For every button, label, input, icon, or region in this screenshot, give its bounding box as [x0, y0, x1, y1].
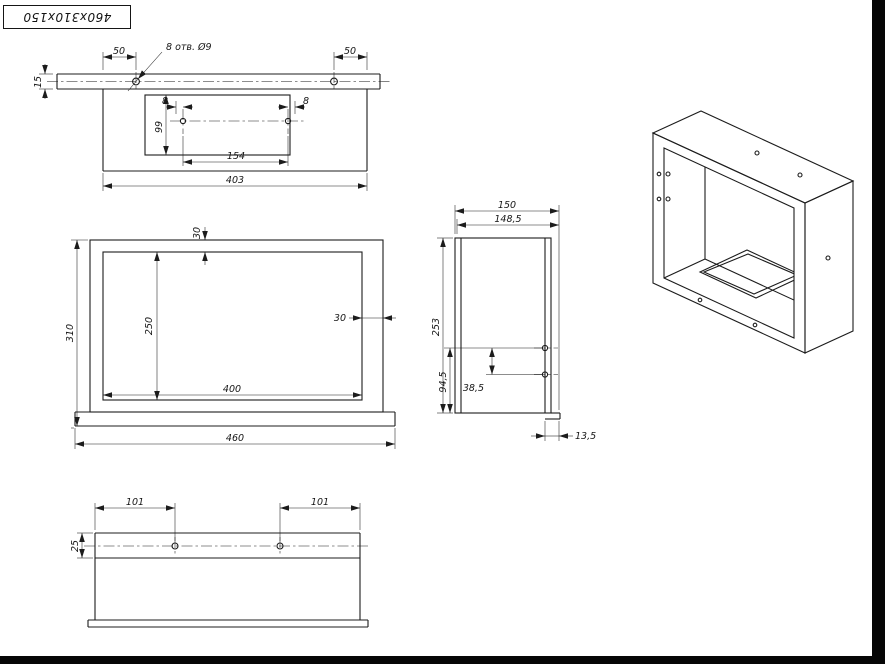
flange-hole — [665, 171, 671, 177]
front-view-outline — [74, 239, 396, 427]
dim-13-5-label: 13,5 — [575, 431, 596, 442]
page-edge-right — [872, 0, 885, 656]
front-view-dim-lines — [71, 227, 396, 449]
side-view-outline — [454, 237, 561, 420]
dim-30-right-label: 30 — [334, 313, 346, 324]
flange-hole — [825, 255, 831, 261]
flange-hole — [656, 196, 662, 202]
side-view-dim-lines — [437, 205, 573, 441]
bottom-view-outline — [87, 532, 369, 628]
dim-460-label: 460 — [226, 433, 244, 444]
dim-94-5-label: 94,5 — [438, 371, 449, 392]
dim-253-label: 253 — [431, 318, 442, 336]
dim-400-label: 400 — [223, 384, 241, 395]
page-edge-bottom — [0, 656, 885, 664]
isometric-view — [651, 110, 855, 354]
dim-8-right-label: 8 — [303, 96, 309, 107]
dim-148-5-label: 148,5 — [494, 214, 521, 225]
dim-8-left-label: 8 — [162, 96, 168, 107]
holes-note-label: 8 отв. Ø9 — [166, 42, 212, 53]
isometric-outline — [651, 110, 855, 354]
dim-250-label: 250 — [144, 317, 155, 335]
flange-hole — [754, 150, 760, 156]
bottom-view: 101 101 25 — [70, 497, 371, 628]
top-view-centerlines — [47, 72, 390, 134]
bottom-view-centerlines — [84, 537, 371, 555]
flange-hole — [797, 172, 803, 178]
flange-hole — [665, 196, 671, 202]
side-view-centerlines — [534, 347, 558, 375]
side-view: 150 148,5 253 94,5 38,5 13,5 — [431, 200, 596, 442]
dim-154-label: 154 — [227, 151, 245, 162]
bottom-cutout — [698, 249, 794, 299]
dim-101-left-label: 101 — [126, 497, 144, 508]
title-block: 460x310x150 — [3, 5, 131, 29]
dim-30-top-label: 30 — [192, 227, 203, 239]
top-view-dim-lines — [39, 51, 368, 191]
dim-15-label: 15 — [33, 76, 44, 88]
isometric-holes — [656, 150, 831, 328]
flange-hole — [752, 322, 758, 328]
dim-101-right-label: 101 — [311, 497, 329, 508]
dim-25-label: 25 — [70, 540, 81, 552]
dim-99-label: 99 — [154, 121, 165, 133]
bottom-cutout-inner — [702, 253, 794, 295]
title-block-label: 460x310x150 — [22, 10, 112, 24]
dim-50-left-label: 50 — [113, 46, 125, 57]
dim-150-label: 150 — [498, 200, 516, 211]
flange-hole — [697, 297, 703, 303]
flange-hole — [656, 171, 662, 177]
front-view: 30 310 250 30 400 460 — [65, 227, 396, 449]
top-view-outline — [56, 73, 381, 172]
dim-38-5-label: 38,5 — [463, 383, 484, 394]
bottom-view-dim-lines — [77, 503, 361, 559]
dim-310-label: 310 — [65, 324, 76, 342]
dim-50-right-label: 50 — [344, 46, 356, 57]
dim-403-label: 403 — [226, 175, 244, 186]
top-view: 50 8 отв. Ø9 50 15 8 8 99 154 403 — [33, 42, 390, 191]
